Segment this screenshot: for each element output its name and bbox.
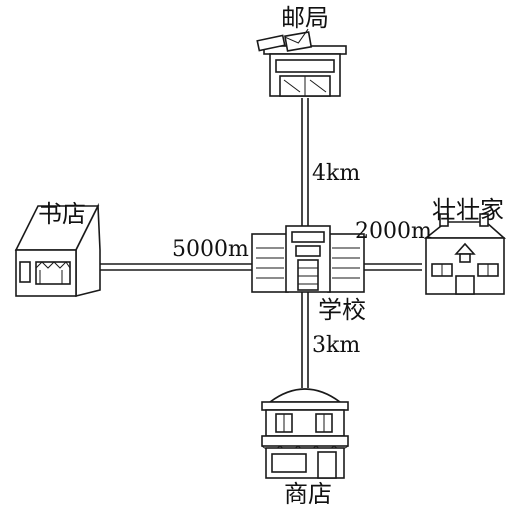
distance-home: 2000m	[355, 219, 432, 244]
road-east	[364, 264, 422, 270]
road-north	[302, 98, 308, 228]
home-building	[426, 214, 504, 294]
road-south	[302, 290, 308, 388]
school-building	[252, 226, 364, 292]
road-west	[100, 264, 252, 270]
envelope-icon	[284, 29, 311, 51]
distance-post-office: 4km	[312, 161, 360, 186]
distance-shop: 3km	[312, 333, 360, 358]
bookstore-label: 书店	[38, 200, 86, 228]
distance-bookstore: 5000m	[172, 237, 249, 262]
shop-building	[262, 389, 348, 478]
post-office-building	[257, 29, 346, 96]
post-office-label: 邮局	[281, 4, 329, 32]
shop-label: 商店	[284, 480, 332, 506]
school-label: 学校	[318, 296, 366, 324]
home-label: 壮壮家	[432, 196, 504, 224]
